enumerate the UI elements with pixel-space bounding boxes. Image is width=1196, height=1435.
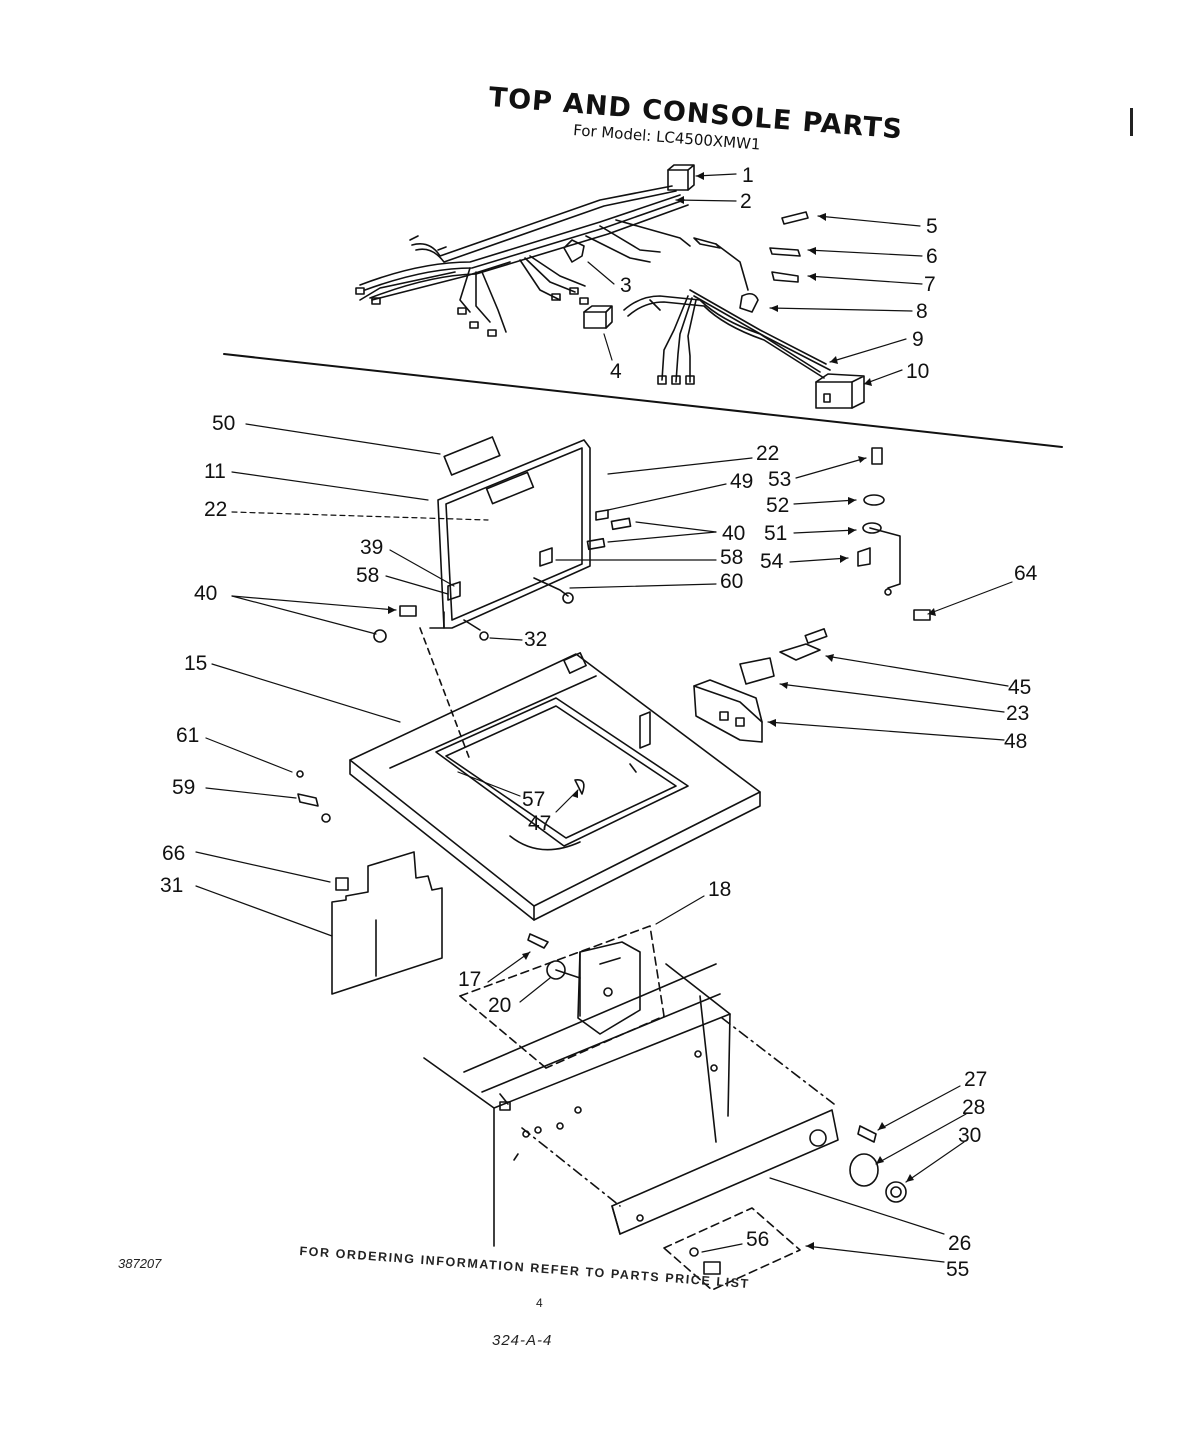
lid-frame (430, 437, 590, 630)
callout-54: 54 (760, 550, 784, 573)
callout-55: 55 (946, 1258, 969, 1281)
callout-17: 17 (458, 968, 481, 991)
callout-57: 57 (522, 788, 545, 811)
callout-53: 53 (768, 468, 791, 491)
callout-27: 27 (964, 1068, 987, 1091)
dashed-box-56-55 (664, 1208, 800, 1290)
console-base (424, 964, 834, 1246)
leader-lines (196, 174, 1012, 1262)
terminal-block-part-4 (584, 306, 612, 328)
callout-9: 9 (912, 328, 924, 351)
callout-58-left: 58 (356, 564, 379, 587)
callout-47: 47 (528, 812, 551, 835)
callout-7: 7 (924, 273, 936, 296)
small-parts-left (297, 771, 330, 822)
hinge-assembly (858, 448, 930, 620)
handwritten-code: 324-A-4 (492, 1332, 553, 1349)
callout-61: 61 (176, 724, 199, 747)
callout-64: 64 (1014, 562, 1038, 585)
callout-32: 32 (524, 628, 547, 651)
callout-60: 60 (720, 570, 743, 593)
callout-45: 45 (1008, 676, 1031, 699)
callout-48: 48 (1004, 730, 1027, 753)
section-divider (224, 354, 1062, 447)
callout-11: 11 (204, 460, 226, 483)
callout-23: 23 (1006, 702, 1029, 725)
callout-1: 1 (742, 164, 754, 187)
callout-22-right: 22 (756, 442, 779, 465)
callout-50: 50 (212, 412, 235, 435)
small-terminals-5-7 (770, 212, 808, 282)
fasteners-lid (374, 510, 631, 642)
callout-40-left: 40 (194, 582, 217, 605)
clip-part-66 (336, 878, 348, 890)
callout-28: 28 (962, 1096, 985, 1119)
shield-bracket-part-31 (332, 852, 442, 994)
callout-56: 56 (746, 1228, 769, 1251)
callout-66: 66 (162, 842, 185, 865)
connector-part-10 (816, 374, 864, 408)
callout-59: 59 (172, 776, 195, 799)
callout-26: 26 (948, 1232, 971, 1255)
callout-labels: 1 2 3 4 5 6 7 8 9 10 50 22 11 22 49 40 5… (160, 164, 1038, 1281)
console-panel-part-26 (612, 1110, 906, 1234)
label-part-50 (444, 437, 500, 475)
page-number: 4 (536, 1296, 543, 1310)
callout-22-left: 22 (204, 498, 227, 521)
margin-mark (1130, 108, 1133, 136)
arrowheads (388, 172, 936, 1250)
callout-39: 39 (360, 536, 383, 559)
connector-part-1 (668, 165, 694, 190)
callout-52: 52 (766, 494, 789, 517)
callout-6: 6 (926, 245, 938, 268)
callout-58-right: 58 (720, 546, 743, 569)
callout-3: 3 (620, 274, 632, 297)
document-code: 387207 (118, 1256, 162, 1271)
callout-15: 15 (184, 652, 207, 675)
callout-18: 18 (708, 878, 731, 901)
callout-31: 31 (160, 874, 183, 897)
switch-parts (694, 629, 827, 742)
callout-4: 4 (610, 360, 622, 383)
callout-20: 20 (488, 994, 511, 1017)
wire-harness-upper (356, 186, 830, 384)
callout-40-right: 40 (722, 522, 745, 545)
callout-5: 5 (926, 215, 938, 238)
callout-2: 2 (740, 190, 752, 213)
callout-10: 10 (906, 360, 929, 383)
callout-30: 30 (958, 1124, 981, 1147)
callout-51: 51 (764, 522, 787, 545)
console-top-panel (350, 628, 760, 920)
callout-8: 8 (916, 300, 928, 323)
bracket-part-3 (564, 240, 584, 262)
callout-49: 49 (730, 470, 753, 493)
